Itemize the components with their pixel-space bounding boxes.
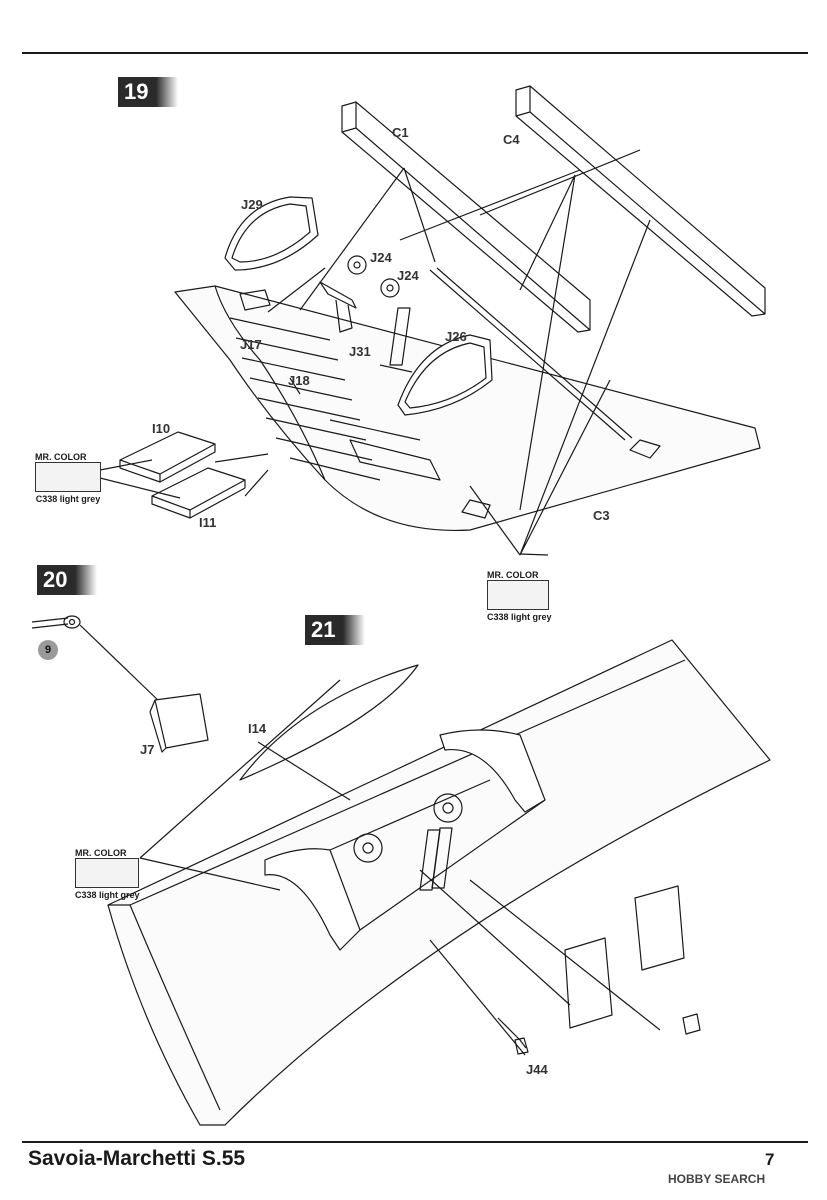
wheel-j24-a [348,256,366,274]
color-code: C338 light grey [75,890,140,900]
color-callout-step21: MR. COLOR C338 light grey [75,848,140,900]
color-swatch [75,858,139,888]
top-rule [22,52,808,54]
window-j29 [225,197,318,270]
part-number-badge: 9 [38,640,58,660]
label-c4: C4 [503,132,520,147]
color-brand: MR. COLOR [487,570,539,580]
label-j31: J31 [349,344,371,359]
seat-back-a [565,938,612,1028]
label-c1: C1 [392,125,409,140]
part-j31 [320,282,356,332]
label-j18: J18 [288,373,310,388]
part-i10 [120,432,215,482]
seat-back-b [635,886,684,970]
watermark: HOBBY SEARCH [668,1172,766,1186]
color-code: C338 light grey [487,612,552,622]
color-code: C338 light grey [35,494,101,504]
step-21-marker: 21 [305,615,365,645]
label-j24-a: J24 [370,250,392,265]
part-j7 [150,694,208,752]
label-j17: J17 [240,337,262,352]
part-i11 [152,468,245,518]
color-swatch [487,580,549,610]
color-callout-c3: MR. COLOR C338 light grey [487,570,552,622]
part-j7-pin [32,618,68,628]
color-brand: MR. COLOR [75,848,127,858]
label-j29: J29 [241,197,263,212]
fuselage-deck [108,640,770,1125]
page-number: 7 [765,1150,775,1169]
color-brand: MR. COLOR [35,452,87,462]
label-j26: J26 [445,329,467,344]
floor-panel-c3 [175,286,760,530]
label-j44: J44 [526,1062,548,1077]
label-j24-b: J24 [397,268,419,283]
canopy-i14 [240,665,418,780]
color-swatch [35,462,101,492]
label-i10: I10 [152,421,171,436]
label-i11: I11 [199,515,217,530]
bottom-rule [22,1141,808,1143]
step-19-marker: 19 [118,77,178,107]
footer-title: Savoia-Marchetti S.55 [28,1147,246,1170]
label-c3: C3 [593,508,610,523]
label-i14: I14 [248,721,267,736]
color-callout-step19: MR. COLOR C338 light grey [35,452,101,504]
wheel-j24-b [381,279,399,297]
label-j7: J7 [140,742,155,757]
step-20-marker: 20 [37,565,97,595]
window-j26 [398,335,492,415]
